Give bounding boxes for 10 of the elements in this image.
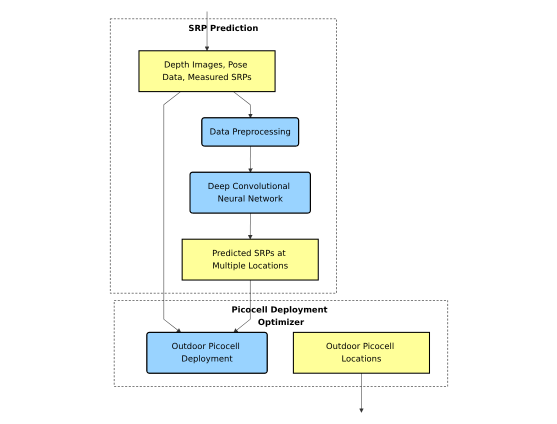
arrow (204, 11, 209, 51)
node-box: Predicted SRPs at Multiple Locations (181, 238, 318, 281)
arrow (232, 280, 250, 333)
arrow (247, 213, 252, 240)
arrow (358, 372, 364, 413)
node-box: Outdoor Picocell Locations (292, 332, 430, 374)
node-box: Depth Images, Pose Data, Measured SRPs (138, 50, 276, 92)
arrow (248, 146, 252, 173)
arrow (163, 91, 181, 333)
arrow (232, 91, 252, 118)
